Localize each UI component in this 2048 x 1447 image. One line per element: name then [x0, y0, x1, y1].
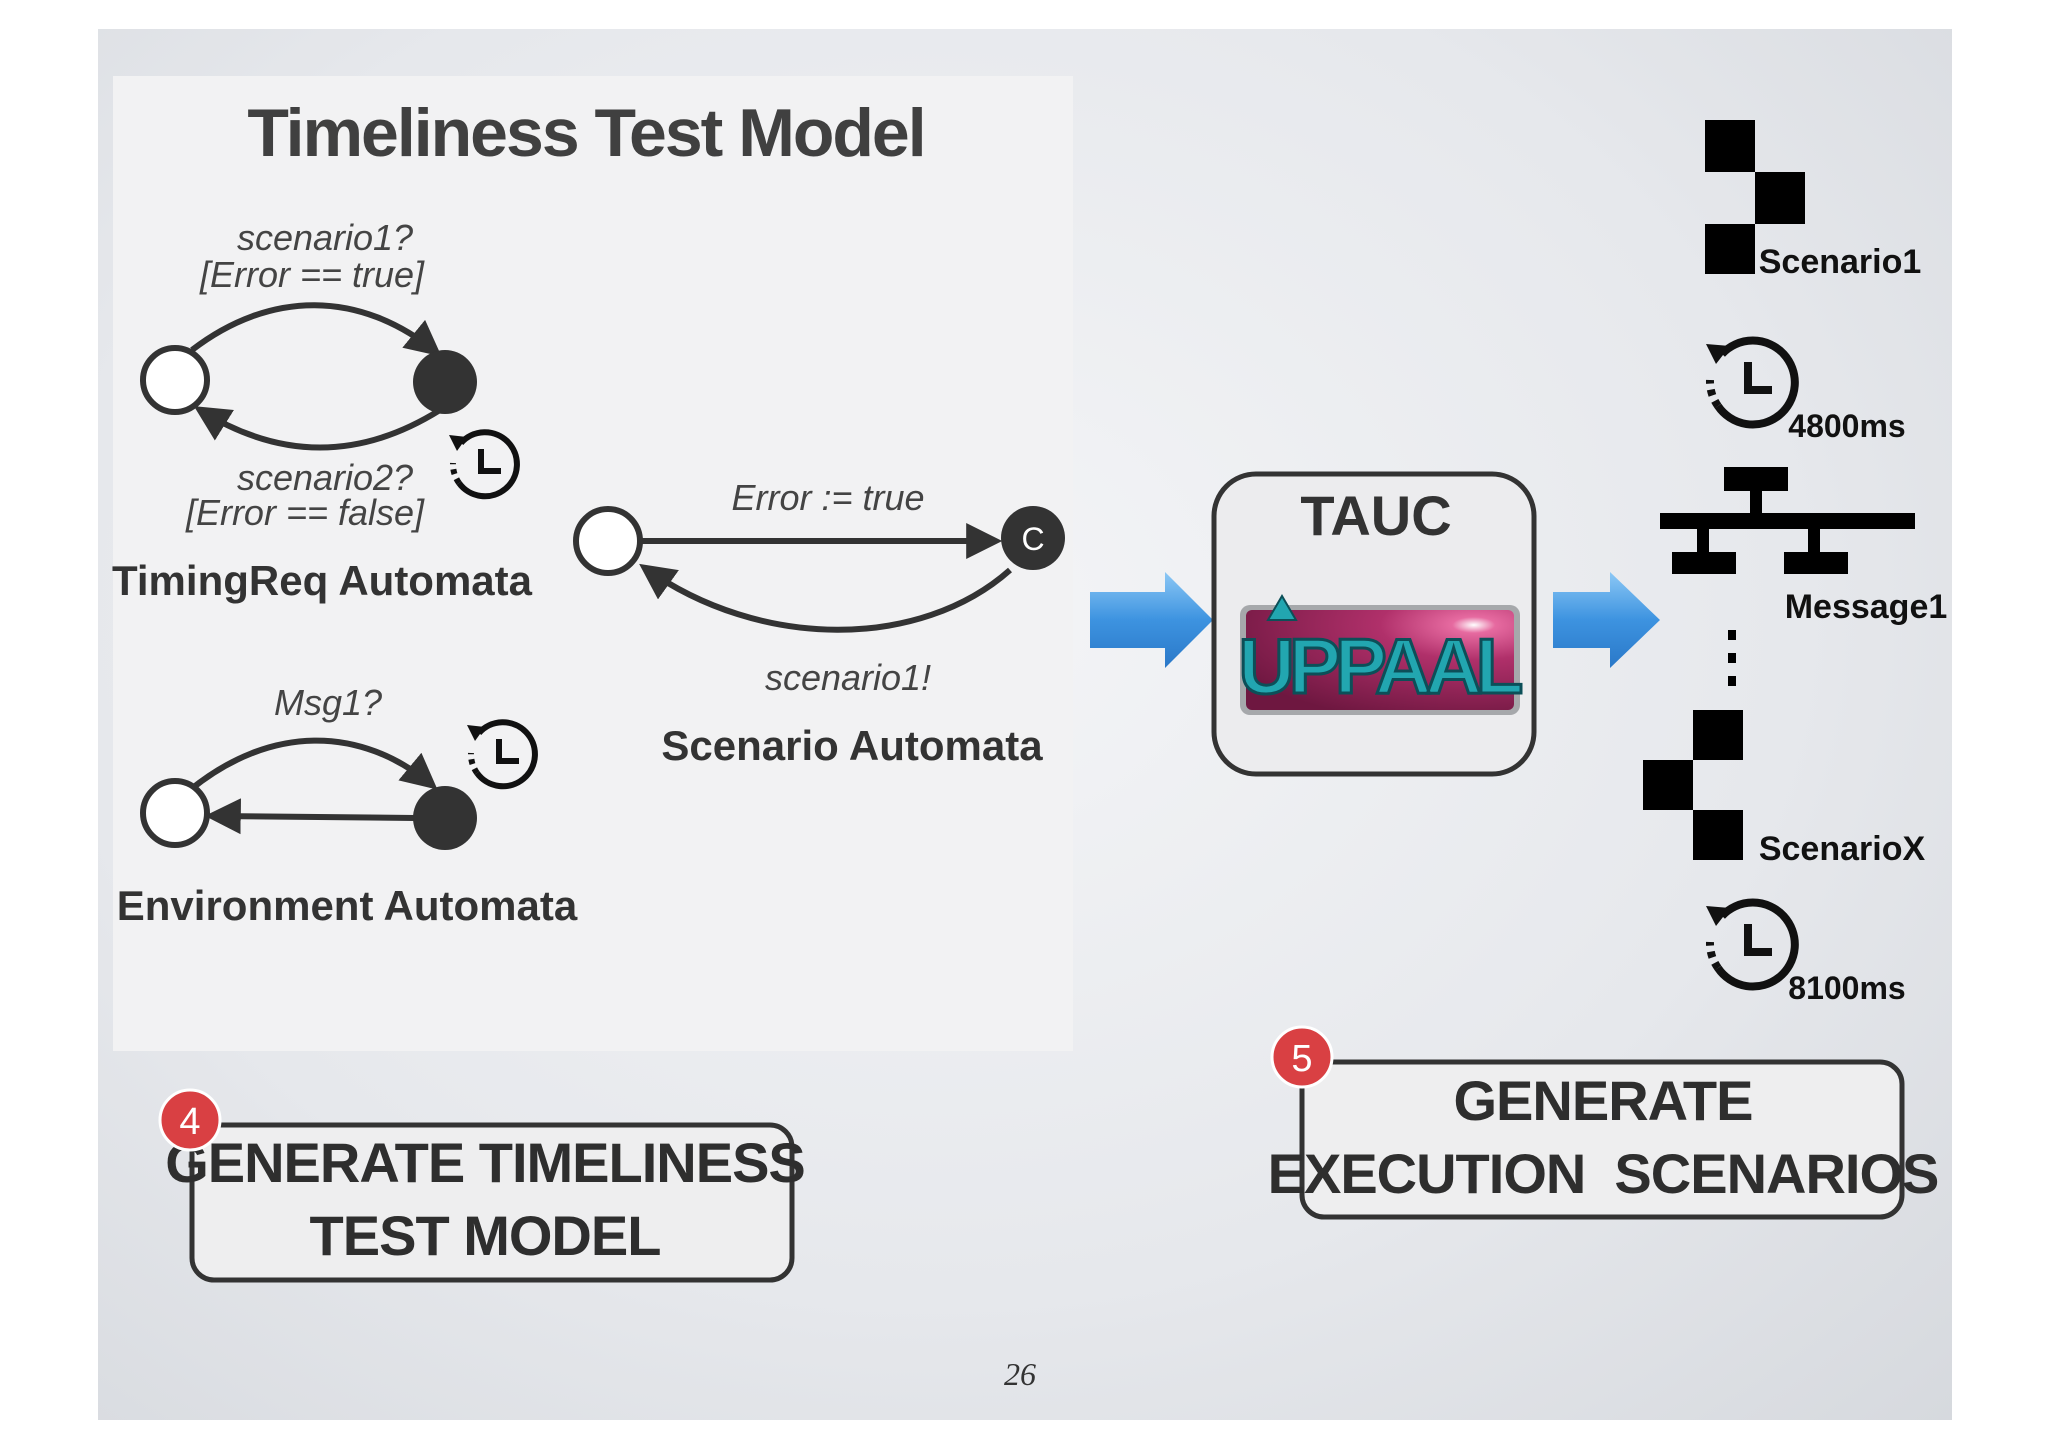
- flow-arrow-to-tauc: [1090, 572, 1213, 668]
- step5-box: GENERATE EXECUTION SCENARIOS 5: [1268, 1025, 1939, 1220]
- message1-label: Message1: [1785, 588, 1948, 626]
- timer-icon: [449, 429, 520, 500]
- environment-automata: Msg1? Environment Automata: [117, 682, 578, 929]
- delay2-label: 8100ms: [1788, 970, 1905, 1006]
- timingreq-initial-state: [140, 345, 210, 415]
- timingreq-transition-top: [190, 302, 442, 357]
- step4-line2: TEST MODEL: [310, 1204, 661, 1267]
- timingreq-transition-bottom: [193, 406, 442, 451]
- environment-transition-top: [188, 737, 438, 793]
- step5-badge-number: 5: [1291, 1038, 1312, 1080]
- environment-transition-back: [204, 798, 416, 835]
- scenario-edge-top-label: Error := true: [731, 477, 924, 518]
- timer-icon: [1706, 336, 1799, 429]
- scenario1-output: Scenario1: [1705, 120, 1921, 281]
- environment-edge-label: Msg1?: [274, 682, 382, 723]
- timingreq-label: TimingReq Automata: [112, 557, 533, 604]
- uppaal-logo: UPPAAL: [1237, 594, 1529, 715]
- timer-icon: [1706, 898, 1799, 991]
- tauc-box: TAUC UPPAAL: [1211, 471, 1537, 777]
- environment-target-state: [413, 786, 477, 850]
- scenario-label: Scenario Automata: [661, 722, 1043, 769]
- delay1-output: 4800ms: [1706, 336, 1906, 444]
- message1-output: Message1: [1660, 467, 1947, 626]
- timingreq-target-state: [413, 350, 477, 414]
- scenario1-label: Scenario1: [1759, 243, 1922, 281]
- checker-pattern-icon: [1643, 710, 1743, 860]
- scenario-transition-bottom: [639, 563, 1012, 633]
- environment-label: Environment Automata: [117, 882, 578, 929]
- tauc-title: TAUC: [1300, 484, 1451, 547]
- checker-pattern-icon: [1705, 120, 1805, 274]
- network-icon: [1660, 467, 1915, 574]
- environment-initial-state: [140, 778, 210, 848]
- page-number: 26: [1004, 1356, 1036, 1392]
- timer-icon: [467, 719, 538, 790]
- timingreq-automata: scenario1? [Error == true] scenario2? [E…: [112, 217, 533, 604]
- step5-badge: [1270, 1025, 1334, 1089]
- step5-line1: GENERATE: [1454, 1069, 1753, 1132]
- scenario-initial-state: [573, 506, 643, 576]
- delay2-output: 8100ms: [1706, 898, 1906, 1006]
- scenario-edge-bottom-label: scenario1!: [765, 657, 931, 698]
- step4-badge: [158, 1088, 222, 1152]
- ellipsis-dots: [1728, 630, 1736, 686]
- step4-badge-number: 4: [179, 1101, 200, 1143]
- step4-line1: GENERATE TIMELINESS: [165, 1131, 805, 1194]
- delay1-label: 4800ms: [1788, 408, 1905, 444]
- step5-line2: EXECUTION SCENARIOS: [1268, 1142, 1939, 1205]
- scenarioX-label: ScenarioX: [1759, 830, 1926, 868]
- uppaal-logo-text: UPPAAL: [1239, 622, 1522, 710]
- timingreq-edge-bottom-line1: scenario2?: [237, 457, 413, 498]
- timingreq-edge-top-line1: scenario1?: [237, 217, 413, 258]
- scenario-committed-marker: C: [1021, 521, 1044, 557]
- timingreq-edge-bottom-line2: [Error == false]: [185, 492, 425, 533]
- scenario-automata: Error := true C scenario1! Scenario Auto…: [573, 477, 1065, 769]
- timingreq-edge-top-line2: [Error == true]: [199, 254, 425, 295]
- scenarioX-output: ScenarioX: [1643, 710, 1925, 868]
- flow-arrow-from-tauc: [1553, 572, 1660, 668]
- scenario-committed-state: [1001, 506, 1065, 570]
- slide-title: Timeliness Test Model: [247, 95, 924, 171]
- step4-box: GENERATE TIMELINESS TEST MODEL 4: [158, 1088, 806, 1283]
